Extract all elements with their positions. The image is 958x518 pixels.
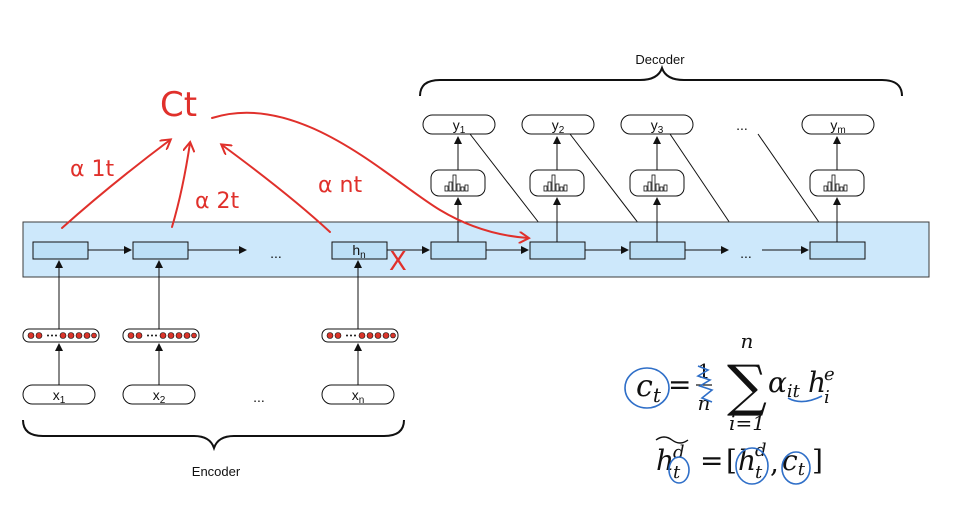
softmax-boxes [430, 169, 865, 197]
output-tokens: y1 y2 y3 ym ... [422, 114, 875, 136]
svg-text:x1: x1 [53, 387, 66, 406]
output-token: ym [801, 114, 875, 136]
decoder-cell [809, 241, 866, 260]
input-ellipsis: ... [253, 389, 265, 405]
context-arrow [211, 111, 528, 238]
circle-annotation [781, 451, 811, 485]
alpha2-arrow [171, 143, 190, 228]
svg-text:n: n [741, 329, 754, 353]
svg-text:e: e [824, 364, 835, 385]
input-token: x1 [22, 384, 96, 406]
svg-text:n: n [698, 391, 711, 415]
encoder-label: Encoder [192, 464, 241, 479]
softmax-box [529, 169, 585, 197]
softmax-box [629, 169, 685, 197]
embedding-vector [122, 328, 200, 343]
encoder-brace [22, 419, 405, 452]
output-token: y2 [521, 114, 595, 136]
svg-text:ym: ym [830, 117, 845, 136]
embedding-vector [22, 328, 100, 343]
context-vector-label: Ct [160, 85, 197, 125]
embedding-vector [321, 328, 399, 343]
svg-text:=: = [700, 444, 723, 477]
svg-text:y1: y1 [453, 117, 466, 136]
svg-text:d: d [673, 442, 685, 463]
alpha-nt-label: α nt [318, 173, 362, 198]
output-token: y3 [620, 114, 694, 136]
svg-text:[: [ [726, 444, 737, 477]
svg-text:∑: ∑ [727, 354, 767, 419]
decoder-brace [419, 64, 903, 97]
connection-cut-mark: X [389, 247, 407, 277]
alpha-1t-label: α 1t [70, 157, 114, 182]
svg-text:ct: ct [782, 444, 806, 480]
svg-text:y3: y3 [651, 117, 664, 136]
scribble-mark [696, 365, 714, 403]
attention-annotations [61, 111, 528, 238]
alphan-arrow [222, 145, 331, 233]
svg-text:x2: x2 [153, 387, 166, 406]
svg-text:t: t [755, 462, 763, 483]
embedding-vectors [22, 328, 399, 343]
encoder-cells [32, 241, 388, 260]
svg-text:y2: y2 [552, 117, 565, 136]
svg-text:αit: αit [768, 366, 801, 402]
svg-text:t: t [673, 462, 681, 483]
input-token: x2 [122, 384, 196, 406]
decoder-cell [430, 241, 487, 260]
softmax-box [430, 169, 486, 197]
svg-text:]: ] [812, 444, 823, 477]
decoder-label: Decoder [635, 52, 685, 67]
encoder-cell [132, 241, 189, 260]
svg-text:xn: xn [352, 387, 365, 406]
equation-decoder-state: h d t = [ h d t , ct ] [655, 436, 823, 485]
circle-annotation [668, 456, 690, 484]
encoder-cell [32, 241, 89, 260]
input-arrows [55, 260, 362, 385]
svg-text:i: i [824, 387, 830, 408]
alpha1-arrow [61, 140, 170, 229]
circle-annotation [735, 447, 769, 485]
input-token: xn [321, 384, 395, 406]
encoder-state-ellipsis: ... [270, 245, 282, 261]
softmax-to-output-arrows [454, 136, 841, 170]
output-ellipsis: ... [736, 117, 748, 133]
svg-text:,: , [770, 446, 779, 479]
svg-text:=: = [668, 368, 691, 401]
decoder-cell [529, 241, 586, 260]
svg-text:h: h [808, 366, 826, 399]
softmax-box [809, 169, 865, 197]
alpha-2t-label: α 2t [195, 189, 239, 214]
decoder-state-ellipsis: ... [740, 245, 752, 261]
input-tokens: x1 x2 xn ... [22, 384, 395, 406]
decoder-cell [629, 241, 686, 260]
output-token: y1 [422, 114, 496, 136]
svg-text:i=1: i=1 [729, 411, 765, 435]
underline-annotation [787, 395, 823, 403]
svg-text:ct: ct [636, 369, 662, 407]
circle-annotation [624, 367, 670, 409]
hn-label: hn [352, 242, 365, 261]
equation-context-vector: ct = 1 n n ∑ i=1 αit h e i [624, 329, 835, 435]
